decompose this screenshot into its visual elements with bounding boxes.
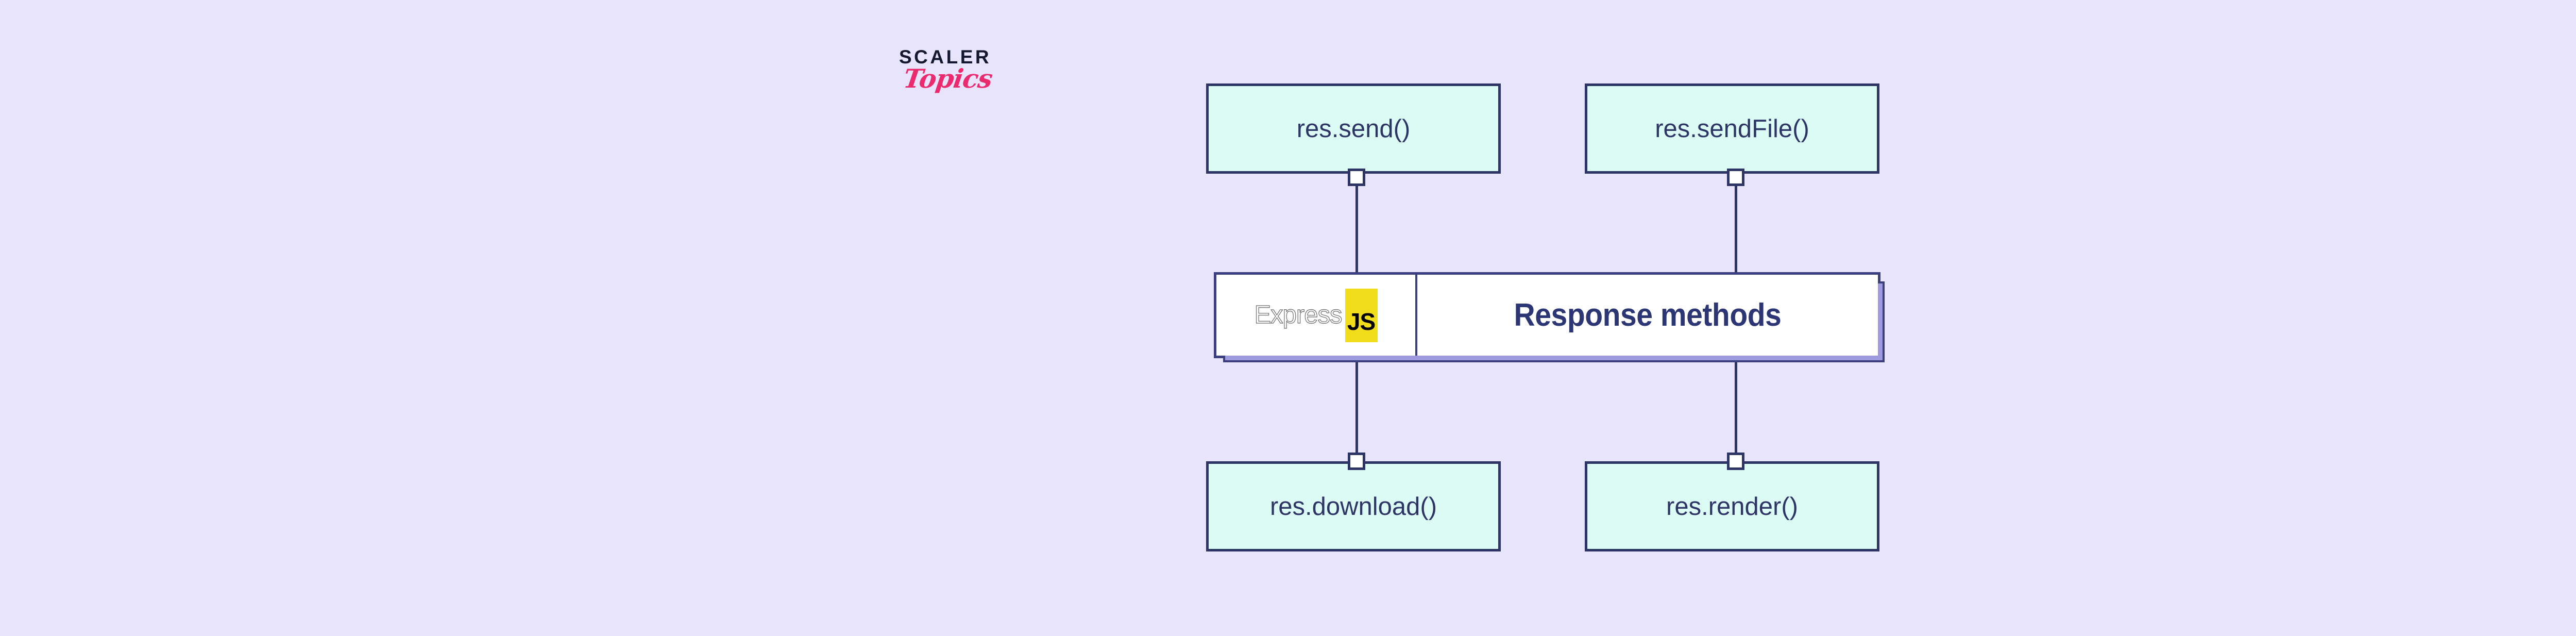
node-res-sendfile[interactable]: res.sendFile() bbox=[1585, 83, 1884, 178]
connector-line-top-left bbox=[1355, 178, 1358, 276]
node-res-render[interactable]: res.render() bbox=[1585, 461, 1884, 556]
page-title: Response methods bbox=[1514, 297, 1782, 333]
logo-brand-text: SCALER bbox=[899, 46, 992, 68]
js-badge-icon: JS bbox=[1345, 288, 1378, 342]
expressjs-logo: Express JS bbox=[1216, 275, 1417, 356]
connector-line-top-right bbox=[1735, 178, 1737, 276]
js-badge-label: JS bbox=[1347, 308, 1376, 335]
node-res-send[interactable]: res.send() bbox=[1206, 83, 1505, 178]
connector-line-bottom-left bbox=[1355, 361, 1358, 459]
node-res-download[interactable]: res.download() bbox=[1206, 461, 1505, 556]
connector-node-bottom-right bbox=[1727, 453, 1744, 470]
node-response-methods[interactable]: Express JS Response methods bbox=[1214, 272, 1885, 362]
connector-node-bottom-left bbox=[1348, 453, 1365, 470]
node-label-res-send: res.send() bbox=[1296, 114, 1411, 143]
connector-node-top-left bbox=[1348, 169, 1365, 186]
node-label-res-render: res.render() bbox=[1666, 492, 1798, 521]
scaler-topics-logo: SCALER Topics bbox=[897, 45, 1042, 110]
logo-product-text: Topics bbox=[901, 63, 994, 94]
node-label-res-sendfile: res.sendFile() bbox=[1655, 114, 1809, 143]
connector-line-bottom-right bbox=[1735, 361, 1737, 459]
center-title-pane: Response methods bbox=[1417, 275, 1878, 356]
connector-node-top-right bbox=[1727, 169, 1744, 186]
node-label-res-download: res.download() bbox=[1269, 492, 1437, 521]
express-wordmark: Express bbox=[1254, 301, 1343, 329]
